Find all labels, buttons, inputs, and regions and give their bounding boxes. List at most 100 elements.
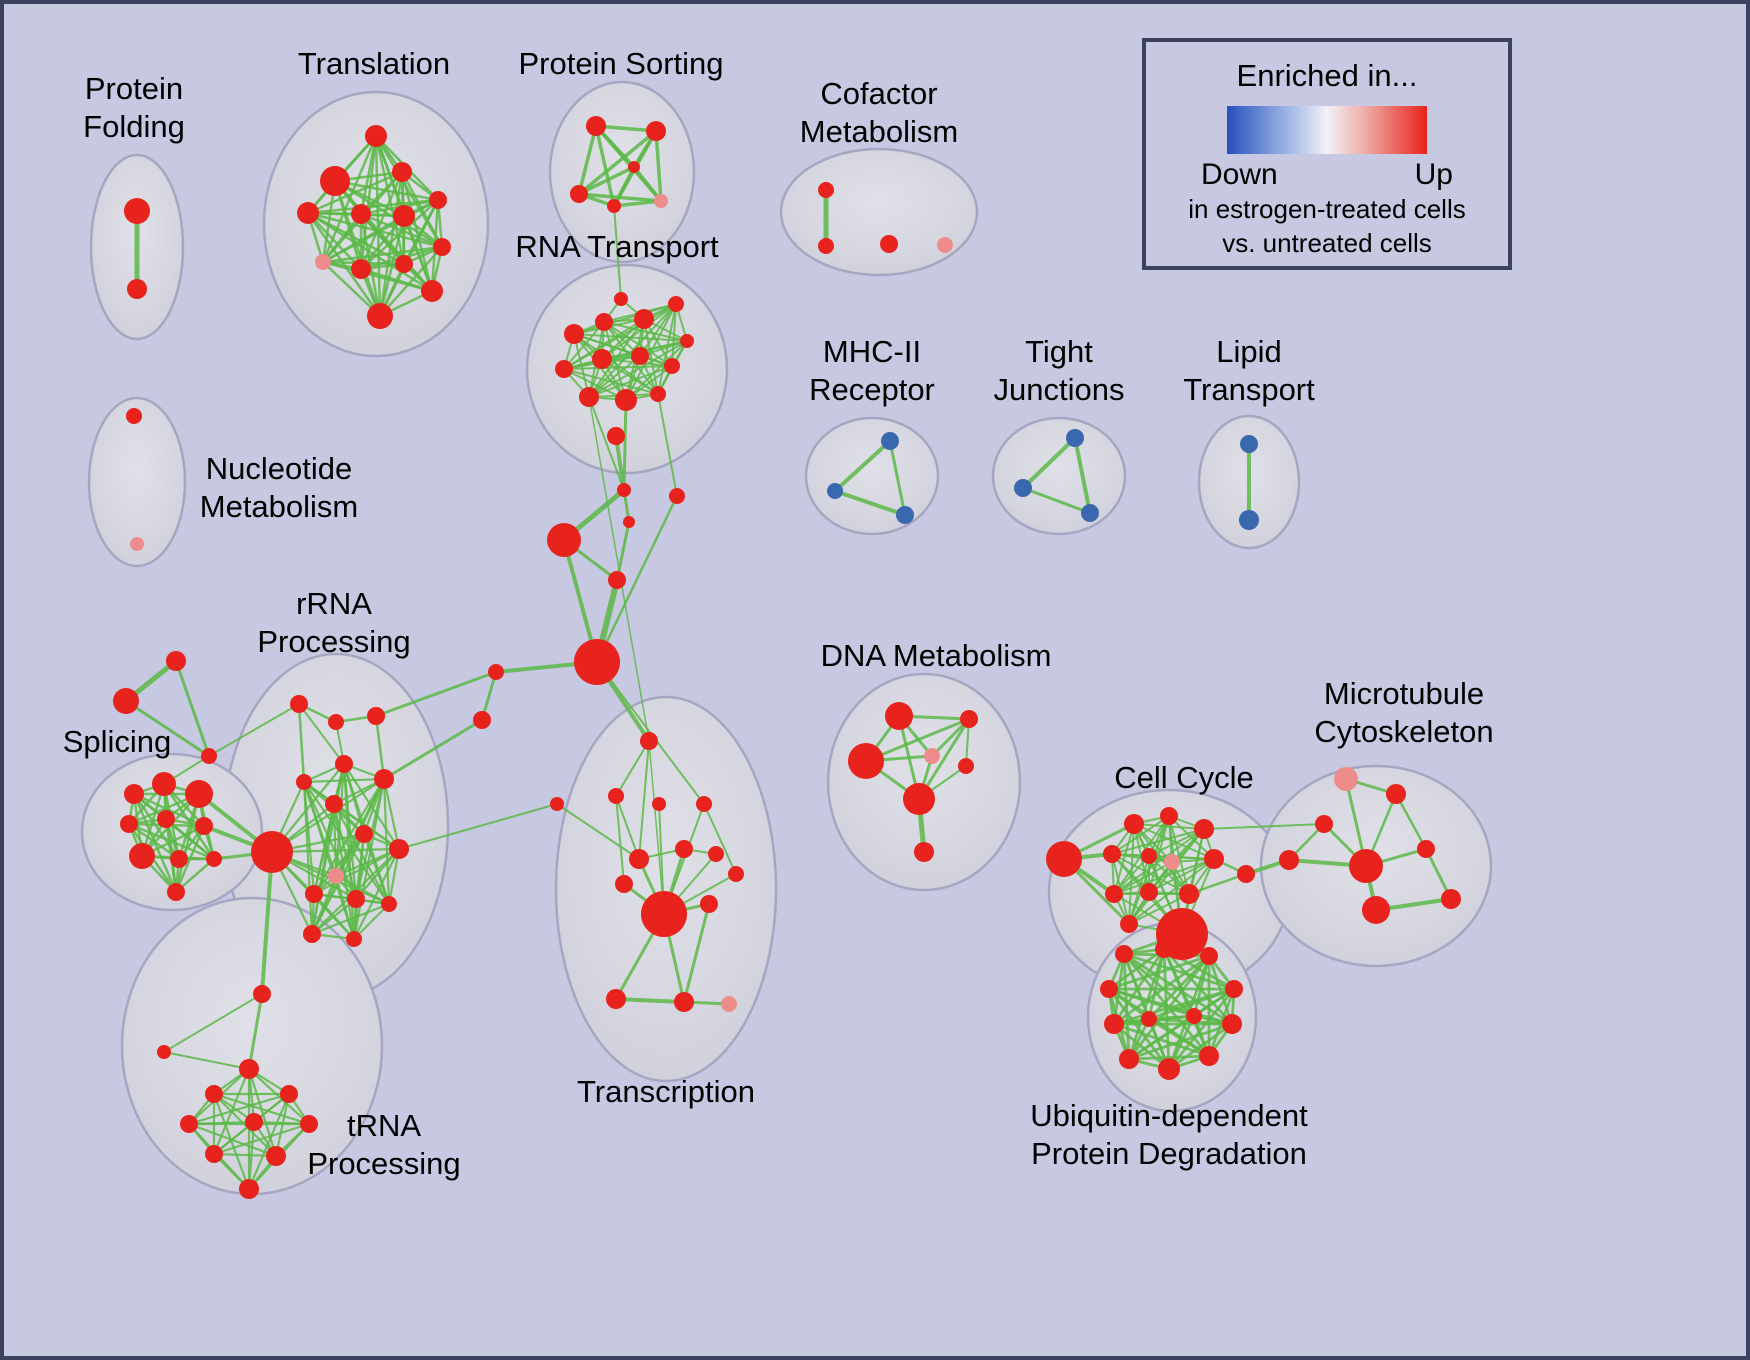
cluster-label-mhc-ii-receptor: MHC-II — [823, 334, 921, 369]
node-red — [1179, 884, 1199, 904]
node-red — [606, 989, 626, 1009]
node-pink — [315, 254, 331, 270]
edge — [595, 494, 679, 664]
node-red — [628, 161, 640, 173]
cluster-label-nucleotide-metabolism: Nucleotide — [206, 451, 352, 486]
node-red — [374, 769, 394, 789]
edge — [703, 803, 737, 875]
edge — [1021, 436, 1077, 490]
node-red — [1222, 1014, 1242, 1034]
edge — [332, 802, 338, 878]
cluster-ellipse-nucleotide-metabolism — [87, 396, 187, 568]
edge — [601, 303, 677, 360]
node-red — [206, 851, 222, 867]
edge — [212, 1092, 251, 1191]
node-red — [253, 985, 271, 1003]
edge — [1107, 987, 1196, 1018]
node-red — [280, 1085, 298, 1103]
node-red — [818, 182, 834, 198]
edge — [212, 1092, 311, 1126]
edge — [1148, 815, 1170, 893]
legend-subtitle-line2: vs. untreated cells — [1222, 228, 1432, 258]
cluster-ellipse-mhc-ii-receptor — [804, 416, 940, 536]
cluster-ellipse-cofactor-metabolism — [779, 147, 979, 277]
node-red — [608, 788, 624, 804]
node-red — [205, 1145, 223, 1163]
edge — [1128, 893, 1190, 925]
cluster-label-cell-cycle: Cell Cycle — [1114, 760, 1254, 795]
edge — [588, 355, 641, 398]
node-red — [300, 1115, 318, 1133]
node-red — [1115, 945, 1133, 963]
edge — [888, 439, 907, 517]
cluster-label-splicing: Splicing — [63, 724, 172, 759]
node-red — [586, 116, 606, 136]
edge — [321, 260, 382, 318]
edge — [1113, 858, 1215, 895]
cluster-label-protein-folding: Protein — [85, 71, 183, 106]
cluster-label-protein-folding: Folding — [83, 109, 185, 144]
edge — [1111, 815, 1170, 855]
edge — [1187, 872, 1248, 896]
edge — [163, 993, 263, 1053]
cluster-label-cofactor-metabolism: Metabolism — [800, 114, 959, 149]
legend-gradient-bar — [1227, 106, 1427, 154]
edge — [374, 670, 498, 718]
edge — [588, 303, 677, 398]
node-red — [251, 831, 293, 873]
node-red — [1200, 947, 1218, 965]
node-red — [595, 313, 613, 331]
node-blue — [896, 506, 914, 524]
node-red — [421, 280, 443, 302]
node-red — [880, 235, 898, 253]
node-red — [1140, 883, 1158, 901]
edge — [1122, 952, 1236, 991]
edge — [601, 358, 659, 395]
edge — [577, 129, 658, 196]
edge — [588, 365, 673, 398]
node-red — [1186, 1008, 1202, 1024]
edge — [298, 703, 345, 765]
node-red — [328, 714, 344, 730]
node-blue — [1081, 504, 1099, 522]
node-red — [351, 204, 371, 224]
node-pink — [721, 996, 737, 1012]
node-red — [129, 843, 155, 869]
node-red — [389, 839, 409, 859]
edge — [625, 340, 688, 401]
edge — [174, 659, 211, 758]
node-red — [1104, 1014, 1124, 1034]
edge — [1147, 947, 1166, 1021]
edge — [378, 245, 444, 318]
edge — [1128, 855, 1150, 925]
edge — [247, 1092, 291, 1191]
edge — [638, 740, 650, 860]
edge — [1112, 947, 1166, 1026]
node-red — [157, 810, 175, 828]
edge — [252, 1120, 311, 1126]
edge — [632, 165, 663, 203]
edge — [588, 396, 650, 742]
node-red — [1119, 1049, 1139, 1069]
edge — [382, 718, 484, 781]
node-red — [1120, 915, 1138, 933]
edge — [306, 170, 404, 215]
node-red — [1046, 841, 1082, 877]
edge — [1113, 861, 1173, 895]
node-red — [201, 748, 217, 764]
node-red — [305, 885, 323, 903]
node-red — [615, 875, 633, 893]
node-red — [473, 711, 491, 729]
edge — [1111, 828, 1205, 855]
edge — [615, 795, 625, 885]
edge — [398, 803, 558, 850]
node-pink — [937, 237, 953, 253]
edge — [321, 198, 440, 264]
edge — [1167, 987, 1236, 1071]
edge — [302, 780, 391, 906]
node-red — [550, 797, 564, 811]
node-red — [245, 1113, 263, 1131]
node-red — [1199, 1046, 1219, 1066]
node-blue — [881, 432, 899, 450]
edges-layer — [123, 124, 1453, 1191]
